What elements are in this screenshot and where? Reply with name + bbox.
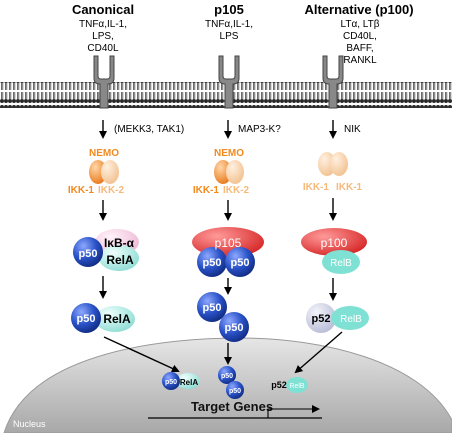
complex-top-label: IκB-α	[104, 236, 135, 250]
rela-protein	[95, 306, 135, 332]
complex-left-label: p50	[79, 248, 98, 260]
pathway-title: Canonical	[72, 2, 134, 17]
ligand-line: TNFα,IL-1,	[79, 19, 127, 30]
complex-right-label: RelB	[330, 258, 352, 269]
kinase-label: (MEKK3, TAK1)	[114, 124, 184, 135]
nuclear-right-label: RelA	[180, 378, 198, 387]
nucleus-label: Nucleus	[13, 419, 46, 429]
p50-protein	[219, 312, 249, 342]
rela-protein	[99, 245, 139, 271]
ikk-left-label: IKK-1	[68, 185, 95, 196]
p50-protein	[226, 381, 244, 399]
ikk-subunit-right	[330, 152, 348, 176]
relb-protein	[322, 250, 360, 274]
complex-right-label: RelA	[106, 253, 134, 267]
receptor-canonical-icon	[93, 55, 115, 109]
rela-protein	[176, 373, 200, 389]
nuclear-right-label: p50	[229, 388, 241, 395]
ligand-line: LTα, LTβ	[341, 19, 380, 30]
ligand-line: CD40L,	[343, 31, 377, 42]
complex-top-label: p100	[321, 236, 348, 250]
ikk-right-label: IKK-2	[98, 185, 125, 196]
ikk-subunit-right	[101, 160, 119, 184]
dimer-right-label: RelA	[103, 312, 131, 326]
relb-protein	[286, 377, 308, 393]
ligand-line: LPS,	[92, 31, 114, 42]
ikk-right-label: IKK-1	[336, 182, 363, 193]
p50-protein	[73, 237, 103, 267]
dimer-left-label: p50	[203, 302, 222, 314]
p50-protein	[71, 303, 101, 333]
pathway-p105: p105 TNFα,IL-1, LPS MAP3-K? NEMO IKK-1 I…	[192, 2, 281, 399]
nuclear-left-label: p50	[221, 373, 233, 380]
p50-protein	[218, 366, 236, 384]
dimer-right-label: p50	[225, 322, 244, 334]
ikk-left-label: IKK-1	[193, 185, 220, 196]
dimer-left-label: p50	[77, 313, 96, 325]
transcription-arrow	[267, 405, 320, 418]
p52-protein	[306, 303, 336, 333]
nemo-label: NEMO	[214, 148, 244, 159]
kinase-label: NIK	[344, 124, 361, 135]
relb-protein	[331, 306, 369, 330]
arrow-to-nucleus	[294, 331, 343, 374]
arrow-to-nucleus	[103, 336, 180, 373]
ligand-line: TNFα,IL-1,	[205, 19, 253, 30]
complex-right-label: p50	[231, 257, 250, 269]
pathway-title: p105	[214, 2, 244, 17]
target-genes-label: Target Genes	[191, 399, 273, 414]
dimer-left-label: p52	[312, 313, 331, 325]
complex-left-label: p50	[203, 257, 222, 269]
nuclear-right-label: RelB	[289, 383, 305, 390]
p50-protein	[197, 247, 227, 277]
pathway-alternative: Alternative (p100) LTα, LTβ CD40L, BAFF,…	[271, 2, 414, 393]
ligand-line: LPS	[220, 31, 239, 42]
dimer-right-label: RelB	[340, 314, 362, 325]
p50-protein	[162, 372, 180, 390]
pathway-canonical: Canonical TNFα,IL-1, LPS, CD40L (MEKK3, …	[68, 2, 200, 390]
nemo-label: NEMO	[89, 148, 119, 159]
ikk-left-label: IKK-1	[303, 182, 330, 193]
nuclear-left-label: p52	[271, 380, 287, 390]
p50-protein	[225, 247, 255, 277]
complex-top-label: p105	[215, 236, 242, 250]
receptor-p105-icon	[218, 55, 240, 109]
pathway-title: Alternative (p100)	[304, 2, 413, 17]
ikk-right-label: IKK-2	[223, 185, 250, 196]
ligand-line: RANKL	[343, 55, 377, 66]
ligand-line: CD40L	[87, 43, 119, 54]
receptor-alternative-icon	[322, 55, 344, 109]
kinase-label: MAP3-K?	[238, 124, 281, 135]
p50-protein	[197, 292, 227, 322]
ligand-line: BAFF,	[346, 43, 373, 54]
ikk-subunit-right	[226, 160, 244, 184]
p100-protein	[301, 228, 367, 256]
nuclear-left-label: p50	[165, 379, 177, 386]
